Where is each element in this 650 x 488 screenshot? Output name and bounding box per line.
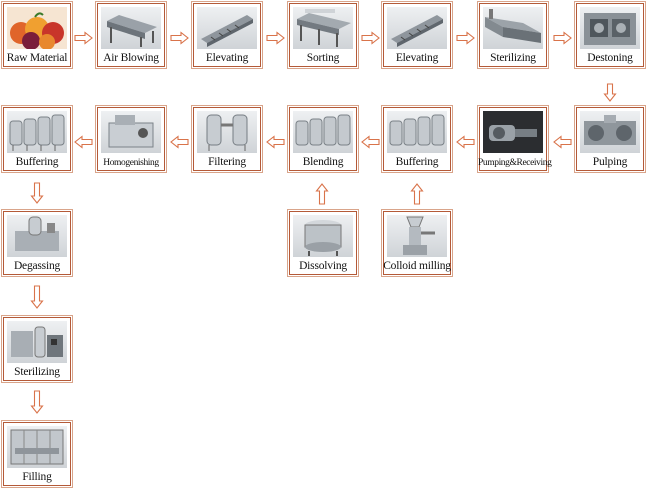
arrow-left-icon — [553, 135, 572, 149]
arrow-right-icon — [361, 31, 380, 45]
step-label: Blending — [302, 156, 344, 168]
step-raw-material: Raw Material — [3, 3, 71, 67]
step-label: Dissolving — [299, 260, 347, 272]
destoning-machine-icon — [580, 7, 640, 49]
arrow-down-icon — [30, 182, 44, 204]
step-pulping: Pulping — [576, 107, 644, 171]
arrow-down-icon — [603, 83, 617, 102]
step-label: Sterilizing — [14, 366, 60, 378]
step-label: Buffering — [15, 156, 59, 168]
buffer-tanks-icon — [7, 111, 67, 153]
blending-tanks-icon — [293, 111, 353, 153]
filter-icon — [197, 111, 257, 153]
colloid-mill-icon — [387, 215, 447, 257]
arrow-left-icon — [266, 135, 285, 149]
arrow-right-icon — [553, 31, 572, 45]
step-label: Sterilizing — [490, 52, 536, 64]
sterilizer-icon — [7, 321, 67, 363]
step-label: Elevating — [395, 52, 439, 64]
step-buffering-2: Buffering — [3, 107, 71, 171]
step-label: Degassing — [13, 260, 61, 272]
step-air-blowing: Air Blowing — [97, 3, 165, 67]
arrow-left-icon — [456, 135, 475, 149]
arrow-right-icon — [456, 31, 475, 45]
step-blending: Blending — [289, 107, 357, 171]
step-label: Buffering — [395, 156, 439, 168]
step-label: Air Blowing — [103, 52, 159, 64]
step-label: Colloid milling — [383, 260, 451, 272]
step-pumping-receiving: Pumping&Receiving — [478, 107, 552, 171]
step-sorting: Sorting — [289, 3, 357, 67]
step-filling: Filling — [3, 422, 71, 486]
air-blowing-machine-icon — [101, 7, 161, 49]
step-homogenishing: Homogenishing — [97, 107, 165, 171]
step-filtering: Filtering — [193, 107, 261, 171]
buffer-tanks-icon — [387, 111, 447, 153]
arrow-down-icon — [30, 285, 44, 309]
step-buffering-1: Buffering — [383, 107, 451, 171]
step-label: Elevating — [205, 52, 249, 64]
dissolving-tank-icon — [293, 215, 353, 257]
step-colloid-milling: Colloid milling — [383, 211, 451, 275]
arrow-left-icon — [74, 135, 93, 149]
step-label: Raw Material — [6, 52, 68, 64]
arrow-left-icon — [170, 135, 189, 149]
arrow-right-icon — [74, 31, 93, 45]
step-label: Sorting — [306, 52, 340, 64]
sorting-machine-icon — [293, 7, 353, 49]
pump-icon — [483, 111, 543, 153]
step-label: Filling — [22, 471, 52, 483]
elevator-conveyor-icon — [197, 7, 257, 49]
step-degassing: Degassing — [3, 211, 71, 275]
step-elevating-1: Elevating — [193, 3, 261, 67]
arrow-left-icon — [361, 135, 380, 149]
elevator-conveyor-icon — [387, 7, 447, 49]
step-label: Filtering — [208, 156, 246, 168]
step-sterilizing-1: Sterilizing — [479, 3, 547, 67]
arrow-right-icon — [266, 31, 285, 45]
step-elevating-2: Elevating — [383, 3, 451, 67]
step-dissolving: Dissolving — [289, 211, 357, 275]
step-sterilizing-2: Sterilizing — [3, 317, 71, 381]
arrow-right-icon — [170, 31, 189, 45]
step-destoning: Destoning — [576, 3, 644, 67]
filling-machine-icon — [7, 426, 67, 468]
sterilizing-tank-icon — [483, 7, 543, 49]
step-label: Pumping&Receiving — [478, 158, 552, 168]
arrow-up-icon — [315, 183, 329, 205]
arrow-down-icon — [30, 390, 44, 414]
step-label: Homogenishing — [103, 158, 159, 168]
fruit-basket-icon — [7, 7, 67, 49]
step-label: Destoning — [587, 52, 633, 64]
homogenizer-icon — [101, 111, 161, 153]
pulping-machine-icon — [580, 111, 640, 153]
degassing-unit-icon — [7, 215, 67, 257]
step-label: Pulping — [592, 156, 628, 168]
arrow-up-icon — [410, 183, 424, 205]
